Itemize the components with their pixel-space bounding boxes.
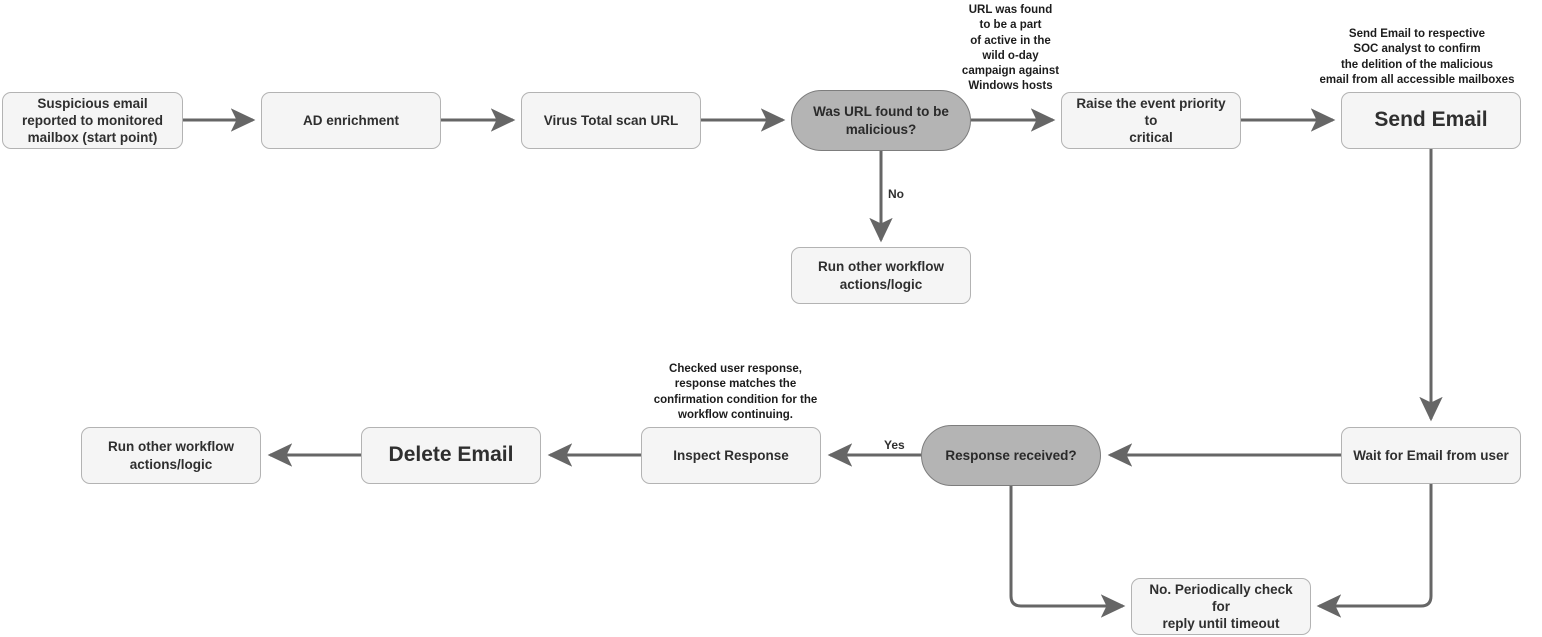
node-label: Virus Total scan URL [543, 112, 679, 128]
node-label: Run other workflow actions/logic [108, 439, 234, 472]
node-label: Raise the event priority to critical [1076, 95, 1226, 146]
node-periodic-check[interactable]: No. Periodically check for reply until t… [1131, 578, 1311, 635]
node-run-other-workflow-top[interactable]: Run other workflow actions/logic [791, 247, 971, 304]
node-label: Was URL found to be malicious? [813, 104, 949, 137]
node-run-other-workflow-bottom[interactable]: Run other workflow actions/logic [81, 427, 261, 484]
node-label: Inspect Response [673, 447, 789, 463]
node-wait-for-email[interactable]: Wait for Email from user [1341, 427, 1521, 484]
node-ad-enrichment[interactable]: AD enrichment [261, 92, 441, 149]
node-label: Run other workflow actions/logic [818, 259, 944, 292]
edge-label-yes: Yes [882, 438, 907, 452]
node-send-email[interactable]: Send Email [1341, 92, 1521, 149]
node-inspect-response[interactable]: Inspect Response [641, 427, 821, 484]
node-suspicious-email[interactable]: Suspicious email reported to monitored m… [2, 92, 183, 149]
node-raise-priority[interactable]: Raise the event priority to critical [1061, 92, 1241, 149]
node-label: No. Periodically check for reply until t… [1149, 581, 1293, 632]
node-was-url-malicious[interactable]: Was URL found to be malicious? [791, 90, 971, 151]
edge-wait-to-periodic [1316, 484, 1433, 618]
annotation-checked-response: Checked user response, response matches … [653, 363, 818, 421]
node-virus-total-scan[interactable]: Virus Total scan URL [521, 92, 701, 149]
node-label: Send Email [1374, 108, 1488, 132]
node-label: Response received? [945, 447, 1077, 463]
edge-label-no: No [886, 187, 906, 201]
node-label: Suspicious email reported to monitored m… [22, 95, 163, 146]
node-label: Wait for Email from user [1353, 447, 1509, 463]
node-response-received[interactable]: Response received? [921, 425, 1101, 486]
node-delete-email[interactable]: Delete Email [361, 427, 541, 484]
annotation-send-email-soc: Send Email to respective SOC analyst to … [1319, 28, 1515, 86]
node-label: Delete Email [388, 443, 514, 467]
edge-response-to-periodic [1009, 486, 1126, 618]
annotation-url-campaign: URL was found to be a part of active in … [961, 4, 1060, 93]
node-label: AD enrichment [302, 112, 400, 128]
